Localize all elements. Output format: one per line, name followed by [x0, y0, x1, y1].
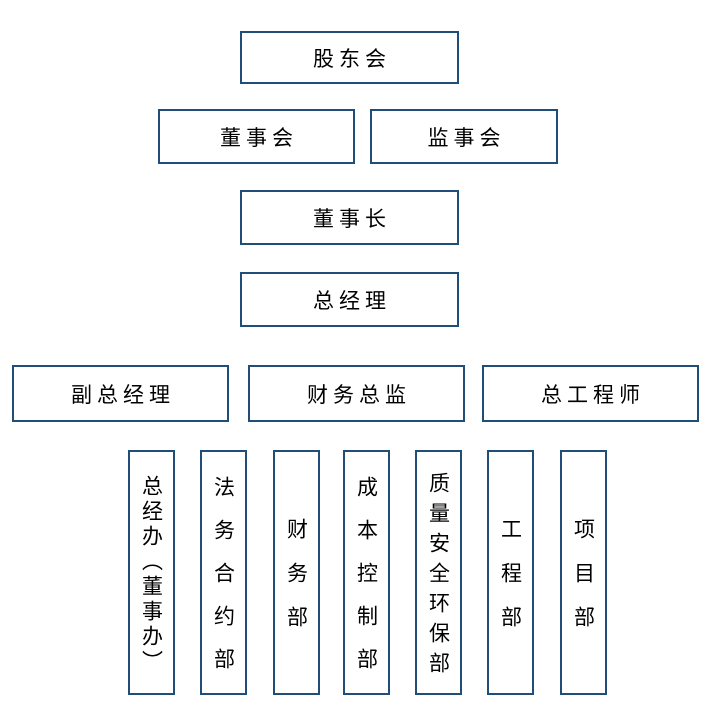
org-node-chief-engineer: 总工程师 [482, 365, 699, 422]
org-node-shareholders-meeting: 股东会 [240, 31, 459, 84]
org-node-label: 财务总监 [307, 382, 411, 407]
org-node-label: 董事会 [220, 125, 298, 150]
org-node-finance-director: 财务总监 [248, 365, 465, 422]
org-node-label: 监事会 [427, 125, 506, 150]
org-node-label: 总经办（董事办） [139, 474, 164, 675]
org-node-chairman: 董事长 [240, 190, 459, 245]
org-node-legal-contract-dept: 法务合约部 [200, 450, 247, 695]
org-node-label: 项目部 [571, 518, 596, 650]
org-node-gm-office: 总经办（董事办） [128, 450, 175, 695]
org-node-supervisory-board: 监事会 [370, 109, 558, 164]
org-node-general-manager: 总经理 [240, 272, 459, 327]
org-node-label: 总经理 [313, 288, 391, 313]
org-node-label: 质量安全环保部 [426, 472, 451, 682]
org-node-label: 法务合约部 [211, 476, 236, 691]
org-node-board-of-directors: 董事会 [158, 109, 355, 164]
org-node-label: 股东会 [313, 46, 391, 71]
org-node-label: 财务部 [284, 518, 309, 650]
org-node-label: 工程部 [498, 518, 523, 650]
org-node-finance-dept: 财务部 [273, 450, 320, 695]
org-node-deputy-general-manager: 副总经理 [12, 365, 229, 422]
org-node-label: 董事长 [313, 206, 391, 231]
org-node-label: 成本控制部 [354, 476, 379, 691]
org-node-cost-control-dept: 成本控制部 [343, 450, 390, 695]
org-node-project-dept: 项目部 [560, 450, 607, 695]
org-node-quality-safety-env-dept: 质量安全环保部 [415, 450, 462, 695]
org-node-label: 副总经理 [71, 382, 175, 407]
org-node-label: 总工程师 [541, 382, 645, 407]
org-node-engineering-dept: 工程部 [487, 450, 534, 695]
